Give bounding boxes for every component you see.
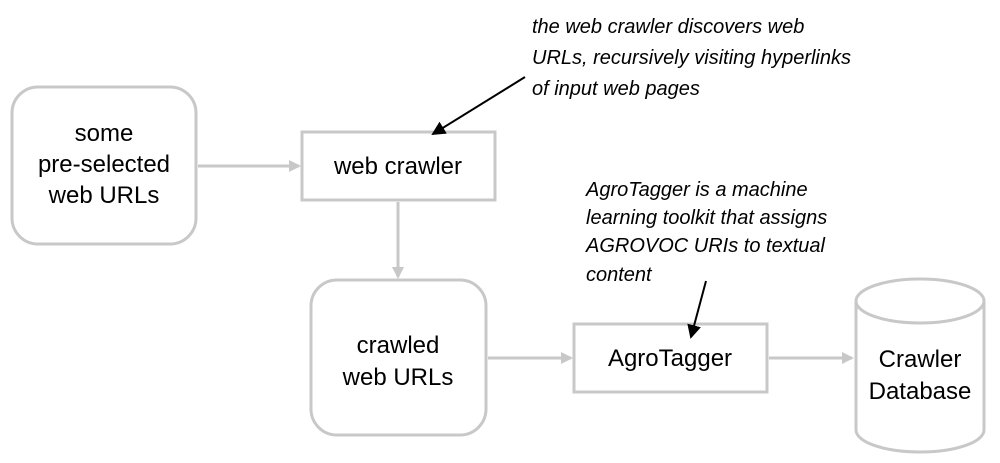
agrotagger-note-line-2: learning toolkit that assigns [586,207,827,229]
seed-urls-box [10,85,198,246]
crawler-note-pointer [431,76,526,136]
database-line-1: Crawler [879,346,962,373]
crawled-urls-box [309,278,488,437]
crawled-urls-node: crawled web URLs [309,278,488,437]
agrotagger-note-line-4: content [586,264,653,286]
crawler-note-line-2: URLs, recursively visiting hyperlinks [532,47,851,69]
web-crawler-label: web crawler [333,153,462,180]
crawler-database-node: Crawler Database [854,277,986,454]
agrotagger-note-line-3: AGROVOC URIs to textual [585,235,826,257]
database-cylinder-top [854,277,986,325]
crawler-annotation: the web crawler discovers web URLs, recu… [431,16,851,136]
database-line-2: Database [869,378,972,405]
agrotagger-box [572,322,769,394]
seed-urls-line-3: web URLs [48,182,160,209]
crawler-note-line-1: the web crawler discovers web [532,16,804,38]
database-cylinder-body [854,301,986,454]
agrotagger-node: AgroTagger [572,322,769,394]
web-crawler-box [300,130,497,202]
seed-urls-line-1: some [75,120,134,147]
crawler-note-line-3: of input web pages [532,78,700,100]
agrotagger-note-pointer [687,280,707,339]
crawled-urls-line-2: web URLs [342,364,454,391]
agrotagger-label: AgroTagger [608,345,732,372]
web-crawler-node: web crawler [300,130,497,202]
agrotagger-annotation: AgroTagger is a machine learning toolkit… [585,179,827,339]
crawled-urls-line-1: crawled [357,332,440,359]
seed-urls-node: some pre-selected web URLs [10,85,198,246]
agrotagger-note-line-1: AgroTagger is a machine [585,179,808,201]
seed-urls-line-2: pre-selected [38,151,170,178]
